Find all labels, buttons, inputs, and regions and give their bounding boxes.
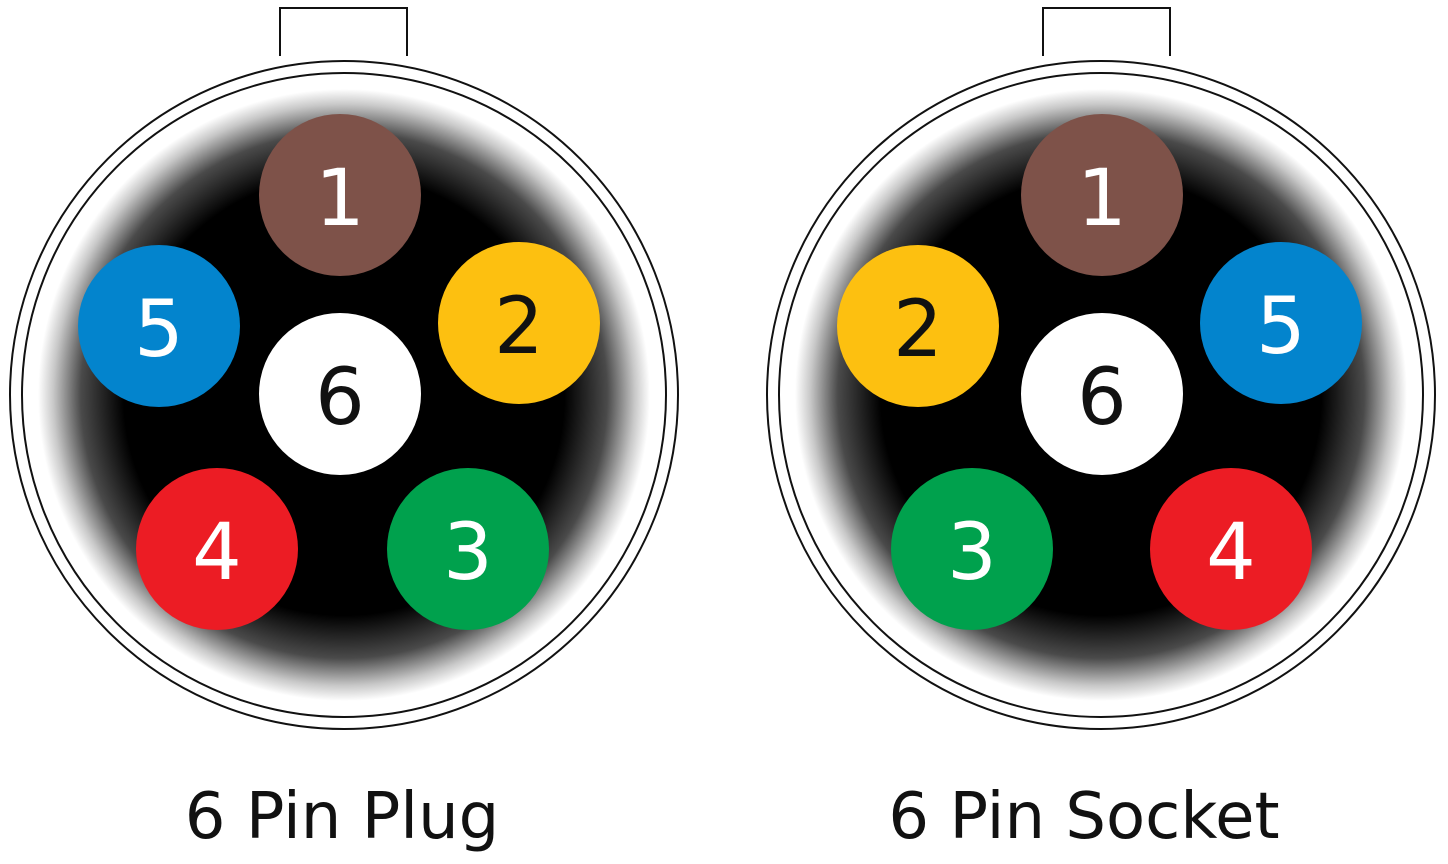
socket-pin-1-disc [1021, 114, 1183, 276]
socket-pin-3: 3 [891, 468, 1053, 630]
plug-pin-4: 4 [136, 468, 298, 630]
socket-pin-2-disc [837, 245, 999, 407]
socket-pins: 1 2 5 63 4 [837, 114, 1362, 630]
socket-pin-5-disc [1200, 242, 1362, 404]
socket-pin-4-label: 4 [1206, 508, 1256, 598]
socket-diagram: 1 2 5 63 4 [766, 7, 1436, 730]
plug-pin-3-disc [387, 468, 549, 630]
plug-pin-4-disc [136, 468, 298, 630]
socket-pin-3-label: 3 [947, 508, 997, 598]
socket-pin-5: 5 [1200, 242, 1362, 404]
socket-pin-2: 2 [837, 245, 999, 407]
socket-pin-5-label: 5 [1256, 282, 1306, 372]
socket-pin-4: 4 [1150, 468, 1312, 630]
plug-pin-5-label: 5 [134, 285, 184, 375]
socket-pin-6-disc [1021, 313, 1183, 475]
socket-pin-1-label: 1 [1077, 154, 1127, 244]
plug-pins: 1 2 3 4 5 6 [78, 114, 600, 630]
socket-caption: 6 Pin Socket [888, 780, 1280, 854]
socket-pin-4-disc [1150, 468, 1312, 630]
socket-pin-1: 1 [1021, 114, 1183, 276]
plug-pin-1-disc [259, 114, 421, 276]
plug-pin-6: 6 [259, 313, 421, 475]
socket-key-tab [1042, 7, 1171, 56]
plug-pin-1: 1 [259, 114, 421, 276]
plug-pin-3: 3 [387, 468, 549, 630]
plug-pin-3-label: 3 [443, 508, 493, 598]
plug-pin-5-disc [78, 245, 240, 407]
plug-pin-6-disc [259, 313, 421, 475]
plug-key-tab [279, 7, 408, 56]
plug-pin-5: 5 [78, 245, 240, 407]
plug-pin-6-label: 6 [315, 353, 365, 443]
plug-pin-1-label: 1 [315, 154, 365, 244]
plug-pin-2: 2 [438, 242, 600, 404]
socket-pin-6-label: 6 [1077, 353, 1127, 443]
plug-diagram: 1 2 3 4 5 6 [9, 7, 679, 730]
socket-pin-3-disc [891, 468, 1053, 630]
socket-pin-6: 6 [1021, 313, 1183, 475]
plug-pin-2-disc [438, 242, 600, 404]
plug-pin-4-label: 4 [192, 508, 242, 598]
socket-pin-2-label: 2 [893, 285, 943, 375]
plug-pin-2-label: 2 [494, 282, 544, 372]
plug-caption: 6 Pin Plug [184, 780, 500, 854]
plug-connector: 1 2 3 4 5 6 6 Pin Plug [9, 7, 679, 854]
